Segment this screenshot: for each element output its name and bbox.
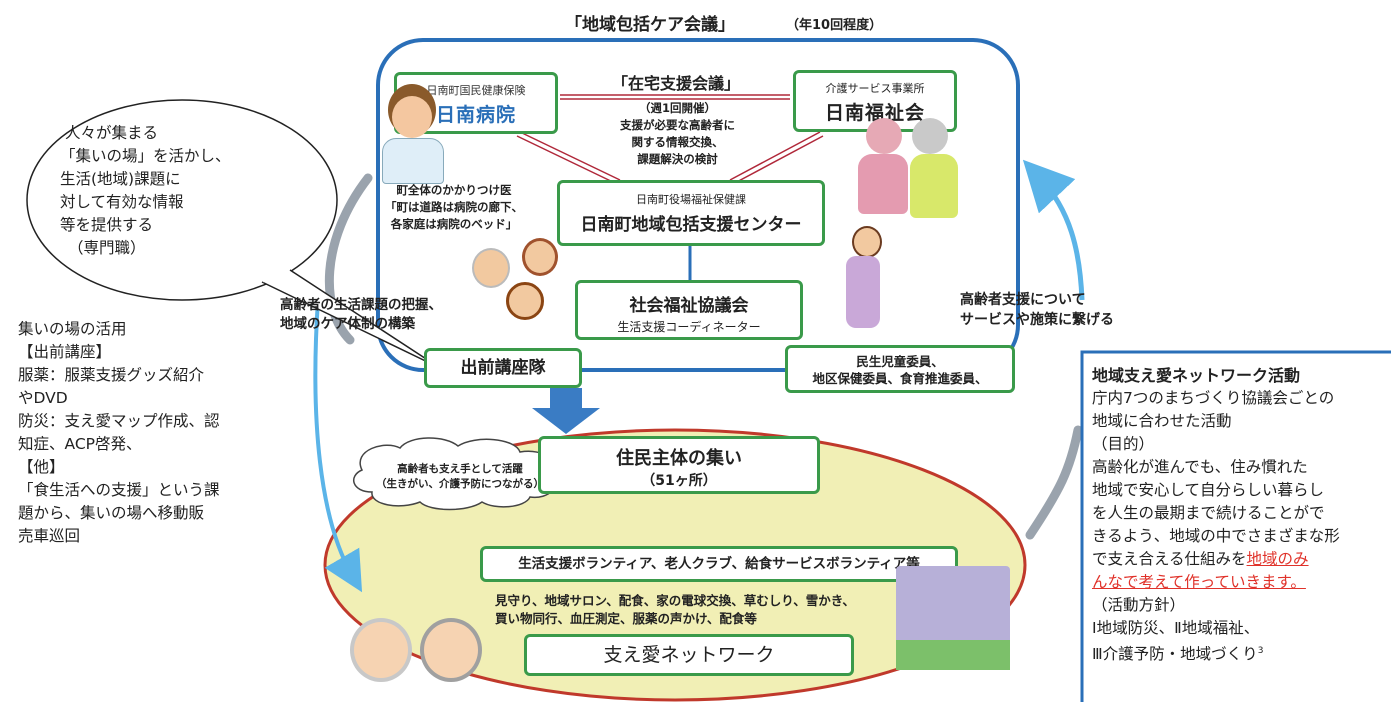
doctor-note: 町全体のかかりつけ医 「町は道路は病院の廊下、 各家庭は病院のベッド」 <box>385 183 523 231</box>
welfare-sub: 介護サービス事業所 <box>825 82 925 95</box>
highlight-text-1: 地域のみ <box>1246 550 1309 568</box>
council-name: 社会福祉協議会 <box>629 296 749 316</box>
support-center-name: 日南町地域包括支援センター <box>580 215 802 235</box>
speech-bubble-shape <box>26 99 338 301</box>
left-blue-arrow <box>313 299 363 593</box>
home-support-title: 「在宅支援会議」 <box>612 74 741 93</box>
conference-frequency: （年10回程度） <box>786 18 883 33</box>
committee-box: 民生児童委員、 地区保健委員、食育推進委員、 <box>785 345 1015 393</box>
cloud-text: 高齢者も支え手として活躍 （生きがい、介護予防につながる） <box>376 463 544 490</box>
welfare-name: 日南福祉会 <box>824 102 925 124</box>
support-center-box: 日南町役場福祉保健課 日南町地域包括支援センター <box>557 180 825 246</box>
right-panel-title: 地域支え愛ネットワーク活動 <box>1092 366 1301 385</box>
network-label: 支え愛ネットワーク <box>603 644 775 666</box>
left-arrow-label: 高齢者の生活課題の把握、 地域のケア体制の構築 <box>280 297 442 332</box>
right-arrow-label: 高齢者支援について サービスや施策に繋げる <box>960 292 1114 328</box>
page-number: 3 <box>1257 646 1264 656</box>
delivery-team-label: 出前講座隊 <box>460 358 546 378</box>
care-conference-frame <box>376 38 1020 372</box>
delivery-team-box: 出前講座隊 <box>424 348 582 388</box>
gathering-box: 住民主体の集い （51ヶ所） <box>538 436 820 494</box>
right-gray-arc <box>1025 425 1083 540</box>
speech-bubble-text: 人々が集まる 「集いの場」を活かし、 生活(地域)課題に 対して有効な情報 等を… <box>60 124 231 257</box>
gathering-count: （51ヶ所） <box>641 473 717 489</box>
home-support-triangle <box>516 94 824 185</box>
volunteers-box: 生活支援ボランティア、老人クラブ、給食サービスボランティア等 <box>480 546 958 582</box>
hospital-sub: 日南町国民健康保険 <box>426 84 526 97</box>
down-arrow <box>532 388 600 434</box>
left-gray-arc <box>324 173 373 345</box>
volunteers-label: 生活支援ボランティア、老人クラブ、給食サービスボランティア等 <box>518 556 920 572</box>
right-panel-border <box>1080 350 1391 702</box>
right-blue-arrow <box>1022 159 1085 301</box>
home-support-description: （週1回開催） 支援が必要な高齢者に 関する情報交換、 課題解決の検討 <box>620 101 735 166</box>
council-box: 社会福祉協議会 生活支援コーディネーター <box>575 280 803 340</box>
council-sub: 生活支援コーディネーター <box>617 320 761 334</box>
right-panel: 地域支え愛ネットワーク活動 庁内7つのまちづくり協議会ごとの 地域に合わせた活動… <box>1092 366 1340 664</box>
conference-title: 「地域包括ケア会議」 <box>565 15 735 35</box>
hospital-name: 日南病院 <box>435 104 516 126</box>
activities-text: 見守り、地域サロン、配食、家の電球交換、草むしり、雪かき、 買い物同行、血圧測定… <box>495 593 855 626</box>
network-box: 支え愛ネットワーク <box>524 634 854 676</box>
highlight-text-2: んなで考えて作っていきます。 <box>1092 573 1306 591</box>
gathering-title: 住民主体の集い <box>616 448 742 469</box>
left-notes: 集いの場の活用 【出前講座】 服薬：服薬支援グッズ紹介 やDVD 防災：支え愛マ… <box>18 320 220 545</box>
support-center-sub: 日南町役場福祉保健課 <box>636 193 746 206</box>
